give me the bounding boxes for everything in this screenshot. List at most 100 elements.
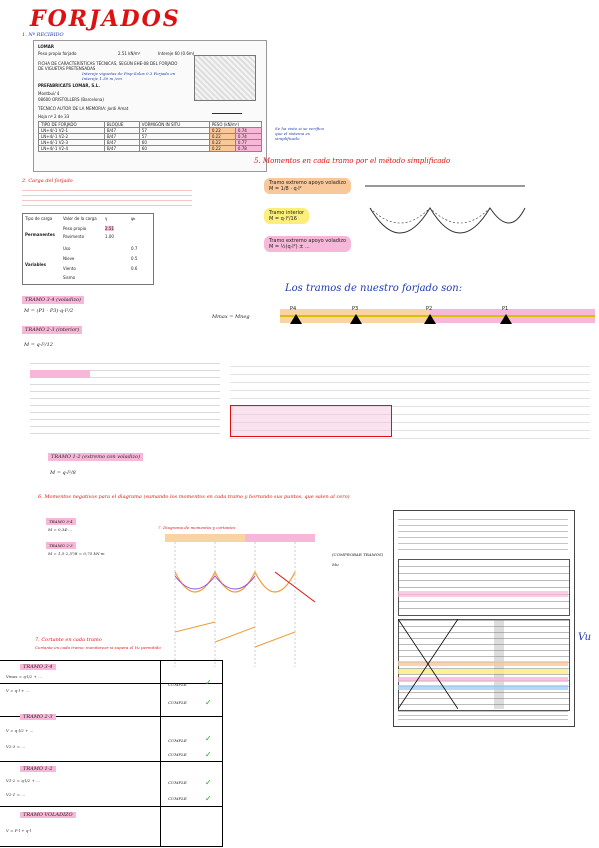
section6-eq-b: M = 1,5·2,5³/8 = 0,75 kN·m — [48, 551, 105, 556]
moment-curve-dashed — [369, 207, 491, 224]
shear-table — [0, 660, 223, 847]
doc-row-highlight — [398, 685, 568, 690]
shear-line — [174, 621, 296, 648]
check-label: CUMPLE — [168, 682, 187, 687]
shear-line-red — [274, 571, 316, 603]
check-label: CUMPLE — [168, 780, 187, 785]
stamp-note: (COMPROBAR TRAMOS) — [332, 552, 384, 557]
method-item-label: Tramo extremo apoyo voladizo — [269, 238, 347, 244]
section2-label: 2. Carga del forjado — [22, 178, 73, 184]
shear-tramo-label: TRAMO VOLADIZO — [20, 812, 76, 818]
table-cell: LN+4/-1 V2-4 — [38, 145, 105, 152]
table-cell: 0.22 — [208, 145, 236, 152]
support-p3 — [350, 314, 362, 324]
method-item-formula: M = 1/8 · q·l² — [269, 186, 302, 192]
doc-cross-out — [398, 619, 458, 709]
address-line2: 08600 ORISTOLLERS (Barcelona) — [38, 97, 104, 102]
moment-curve-purple — [174, 575, 256, 590]
datasheet-field3: Intereje 60 (0.6m) — [158, 51, 195, 56]
loads-header: Valor de la carga — [63, 216, 97, 221]
load-name: Uso — [63, 246, 71, 251]
loads-scribbles — [22, 188, 192, 210]
section6-tramo-a: TRAMO 3-4 — [46, 518, 76, 525]
table-cell: 0.78 — [234, 145, 263, 152]
beam-line — [280, 315, 595, 317]
doc-row-highlight — [398, 661, 568, 666]
doc-highlight — [398, 591, 568, 597]
load-name: Pavimento — [63, 234, 85, 239]
support-label: P2 — [426, 306, 433, 312]
moment-shear-diagram — [165, 534, 316, 667]
section8-sub: Cortante en cada tramo: monitorear si su… — [35, 645, 161, 650]
load-name: Peso propio — [63, 226, 87, 231]
tramo-2-3-formula: M = q·l²/12 — [24, 342, 53, 348]
loads-header: γ — [105, 216, 108, 221]
doc-row-highlight — [398, 677, 568, 682]
doc-row-highlight — [398, 669, 568, 674]
datasheet-document: LOMAR Peso propio forjado 2.51 kN/m² Int… — [33, 40, 267, 172]
shear-v1: V = q·l/2 + ... — [6, 728, 34, 733]
datasheet-field1: Peso propio forjado — [38, 51, 77, 56]
mu-label: Mu — [332, 562, 339, 567]
shear-v1: V = P·l + q·l — [6, 828, 32, 833]
loads-header: ψ₀ — [131, 216, 136, 221]
method-diagram — [365, 185, 526, 234]
method-item-label: Tramo extremo apoyo voladizo — [269, 180, 347, 186]
section8-label: 7. Cortante en cada tramo — [35, 637, 102, 643]
datasheet-heading: FICHA DE CARACTERÍSTICAS TÉCNICAS, SEGÚN… — [38, 61, 178, 71]
moments-note: Mmax = Mneg — [212, 314, 250, 320]
section6-tramo-b: TRAMO 2-3 — [46, 542, 76, 549]
tramos-heading: Los tramos de nuestro forjado son: — [285, 283, 463, 294]
shear-tramo-label: TRAMO 2-3 — [20, 714, 56, 720]
hoja-line: Hoja nº 2 de 33 — [38, 114, 70, 119]
check-icon: ✓ — [205, 750, 212, 759]
support-label: P4 — [290, 306, 297, 312]
datasheet-field2: 2.51 kN/m² — [118, 51, 141, 56]
diagram-band — [245, 534, 315, 542]
shear-v2: V2-1 = ... — [6, 792, 26, 797]
signature — [212, 103, 242, 114]
permanent-label: Permanentes — [25, 232, 55, 237]
load-name: Sismo — [63, 275, 76, 280]
vu-label: Vu — [578, 632, 592, 643]
datasheet-annotation: Intereje viguetas de Pisp-Solos 0.3 Forj… — [82, 71, 176, 81]
support-label: P1 — [502, 306, 509, 312]
support-p4 — [290, 314, 302, 324]
load-value: 1.00 — [105, 234, 114, 239]
author-line: TÉCNICO AUTOR DE LA MEMORIA: Jordi Amat — [38, 106, 129, 111]
section6-eq-a: M = 0,34·... — [48, 527, 72, 532]
check-icon: ✓ — [205, 778, 212, 787]
section1-label: 1. Nº RECIBIDO — [22, 32, 64, 38]
shear-table-divider — [160, 661, 161, 846]
shear-v1: Vmax = q·l/2 + ... — [6, 674, 42, 679]
check-icon: ✓ — [205, 698, 212, 707]
section6-label: 6. Momentos negativos para el diagrama (… — [38, 494, 350, 500]
support-label: P3 — [352, 306, 359, 312]
table-cell: B/47 — [103, 145, 140, 152]
datasheet-table: TIPO DE FORJADO BLOQUE VORMIGÓN IN SITU … — [38, 121, 263, 152]
section7-label: 7. Diagrama de momentos y cortantes — [158, 525, 236, 530]
calc-box-pink — [230, 405, 392, 437]
address-line1: Montbui/ 4 — [38, 91, 60, 96]
doc-footer-lines — [398, 711, 568, 723]
check-label: CUMPLE — [168, 738, 187, 743]
tramo-1-2-formula: M = q·l²/8 — [50, 470, 76, 476]
tramo-3-4-label: TRAMO 3-4 (voladizo) — [22, 296, 84, 304]
check-icon: ✓ — [205, 794, 212, 803]
certificate-document — [393, 510, 575, 727]
load-value: 2.51 — [105, 226, 114, 231]
load-value: 0.6 — [131, 266, 138, 271]
shear-v1: V1-2 = q·l/2 + ... — [6, 778, 40, 783]
support-p1 — [500, 314, 512, 324]
method-item-1: Tramo extremo apoyo voladizo M = 1/8 · q… — [264, 178, 352, 194]
method-item-formula: M = ½(q·l²) ± ... — [269, 244, 310, 250]
method-item-label: Tramo interior — [269, 210, 305, 216]
table-cell: 60 — [138, 145, 210, 152]
loads-header: Tipo de carga — [25, 216, 53, 221]
shear-v2: V2-3 = ... — [6, 744, 26, 749]
shear-tramo-label: TRAMO 1-2 — [20, 766, 56, 772]
check-icon: ✓ — [205, 734, 212, 743]
check-label: CUMPLE — [168, 752, 187, 757]
calc-highlight — [30, 370, 90, 378]
official-stamp — [194, 55, 256, 101]
